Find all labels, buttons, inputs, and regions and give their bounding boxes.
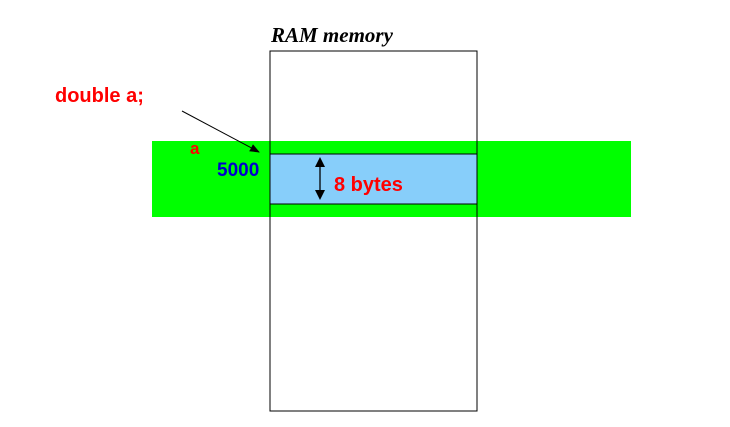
declaration-label: double a;	[55, 85, 144, 107]
allocated-memory-cell	[269, 153, 478, 205]
size-double-arrow-icon	[315, 157, 325, 200]
variable-name-label: a	[190, 139, 200, 158]
declaration-pointer-arrow	[181, 110, 260, 153]
memory-address-label: 5000	[217, 160, 259, 181]
diagram-title: RAM memory	[270, 23, 394, 47]
ram-memory-block	[269, 50, 478, 412]
size-label: 8 bytes	[334, 174, 403, 196]
